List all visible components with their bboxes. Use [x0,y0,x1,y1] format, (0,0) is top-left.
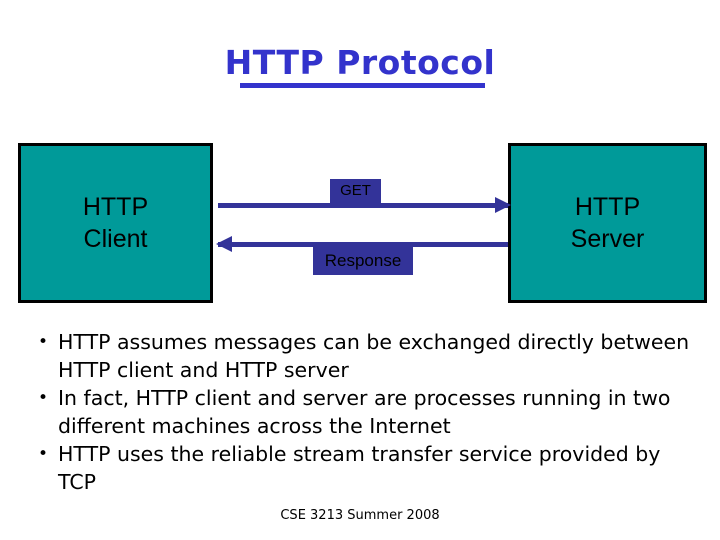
response-arrow-label: Response [313,247,413,275]
page-title: HTTP Protocol [224,43,496,82]
response-arrow-line [218,242,508,247]
http-client-label-line1: HTTP [82,193,149,221]
http-client-label-line2: Client [83,225,148,253]
bullet-text: In fact, HTTP client and server are proc… [58,386,671,438]
bullet-text: HTTP assumes messages can be exchanged d… [58,330,690,382]
request-arrow-label: GET [330,179,381,203]
bullet-dot-icon: • [37,444,49,464]
http-client-node: HTTP Client [18,143,213,303]
bullet-list: • HTTP assumes messages can be exchanged… [28,328,698,496]
list-item: • HTTP uses the reliable stream transfer… [28,440,698,496]
http-server-node: HTTP Server [508,143,707,303]
title-underline [240,83,485,88]
http-server-label-line2: Server [570,225,645,253]
slide-footer: CSE 3213 Summer 2008 [280,508,440,523]
list-item: • In fact, HTTP client and server are pr… [28,384,698,440]
bullet-text: HTTP uses the reliable stream transfer s… [58,442,661,494]
bullet-dot-icon: • [37,332,49,352]
list-item: • HTTP assumes messages can be exchanged… [28,328,698,384]
request-arrow-line [218,203,508,208]
response-arrow-head-icon [216,236,232,252]
http-server-label-line1: HTTP [574,193,641,221]
request-arrow-head-icon [495,197,511,213]
bullet-dot-icon: • [37,388,49,408]
